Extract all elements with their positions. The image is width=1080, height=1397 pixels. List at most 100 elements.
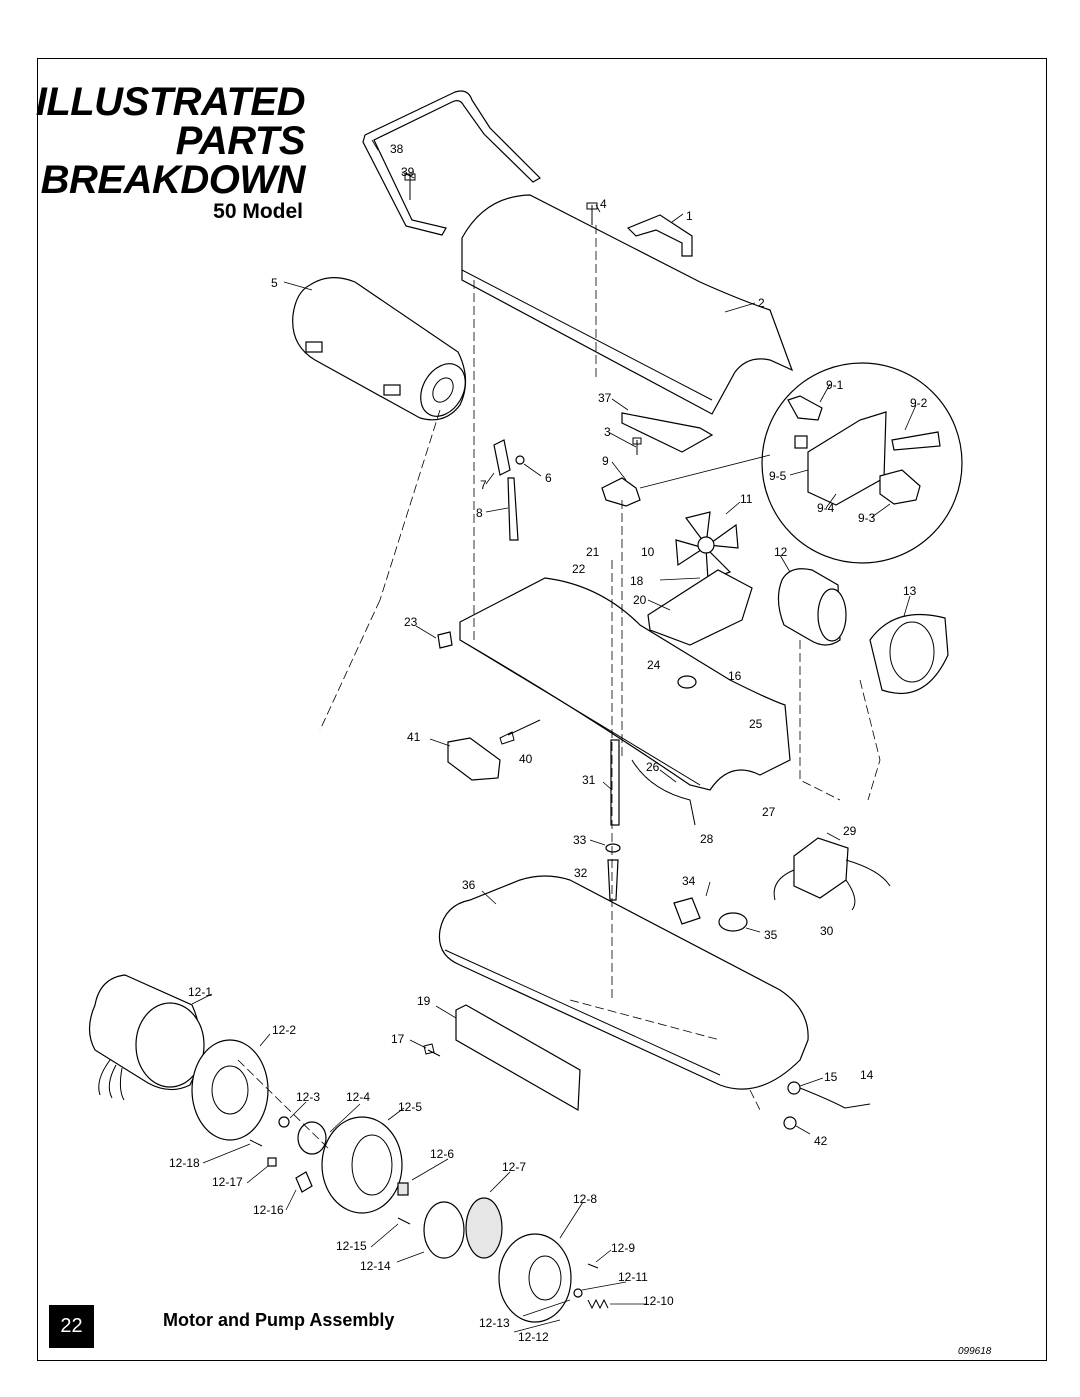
callout-5: 5: [271, 276, 278, 290]
motor-mount-part-20: [647, 569, 753, 646]
section-title: Motor and Pump Assembly: [163, 1310, 395, 1330]
callout-9-1: 9-1: [826, 378, 844, 392]
callout-2: 2: [758, 296, 765, 310]
fan-part-11: [675, 511, 739, 581]
callout-32: 32: [574, 866, 588, 880]
terminal-block-part-41: [447, 737, 501, 781]
part-12-17: [267, 1157, 277, 1167]
power-cord-part-14: [799, 1087, 871, 1109]
callout-35: 35: [764, 928, 778, 942]
page-frame: [37, 58, 1047, 1361]
grommet-part-24: [677, 675, 697, 689]
callout-39: 39: [401, 165, 415, 179]
page-title-line-1: ILLUSTRATED: [35, 80, 306, 124]
switch-part-34: [673, 897, 701, 925]
callout-37: 37: [598, 391, 612, 405]
callout-12-15: 12-15: [336, 1239, 367, 1253]
callout-17: 17: [391, 1032, 405, 1046]
callout-7: 7: [480, 478, 487, 492]
callout-12-7: 12-7: [502, 1160, 526, 1174]
ignitor-bracket-part-7: [493, 439, 511, 476]
callout-10: 10: [641, 545, 655, 559]
fuel-tank-part-36: [438, 875, 809, 1090]
rotor-part-12-2: [191, 1039, 269, 1141]
callout-12-12: 12-12: [518, 1330, 549, 1344]
callout-12: 12: [774, 545, 788, 559]
callout-9: 9: [602, 454, 609, 468]
callout-25: 25: [749, 717, 763, 731]
filter-part-12-14: [423, 1201, 465, 1259]
fan-guard-part-13: [869, 613, 949, 694]
callout-16: 16: [728, 669, 742, 683]
screw-part-39: [404, 173, 416, 200]
callout-40: 40: [519, 752, 533, 766]
upper-shell-part-2: [461, 194, 794, 415]
screw-part-12-15: [397, 1217, 411, 1225]
plate-part-37: [621, 412, 714, 453]
callout-12-6: 12-6: [430, 1147, 454, 1161]
callout-12-3: 12-3: [296, 1090, 320, 1104]
callout-19: 19: [417, 994, 431, 1008]
panel-part-19: [455, 1004, 581, 1112]
clip-part-23: [437, 631, 453, 649]
combustion-chamber-part-5: [292, 277, 467, 421]
callout-36: 36: [462, 878, 476, 892]
part-12-7: [465, 1197, 503, 1259]
callout-24: 24: [647, 658, 661, 672]
callout-30: 30: [820, 924, 834, 938]
callout-21: 21: [586, 545, 600, 559]
callout-12-13: 12-13: [479, 1316, 510, 1330]
model-subtitle: 50 Model: [213, 200, 303, 223]
callout-33: 33: [573, 833, 587, 847]
callout-12-18: 12-18: [169, 1156, 200, 1170]
cap-part-33: [605, 843, 621, 853]
ball-part-12-11: [573, 1288, 583, 1298]
callout-9-4: 9-4: [817, 501, 835, 515]
filter-tube-part-31: [610, 739, 620, 826]
callout-6: 6: [545, 471, 552, 485]
callout-12-4: 12-4: [346, 1090, 370, 1104]
callout-12-2: 12-2: [272, 1023, 296, 1037]
callout-31: 31: [582, 773, 596, 787]
callout-23: 23: [404, 615, 418, 629]
callout-28: 28: [700, 832, 714, 846]
callout-14: 14: [860, 1068, 874, 1082]
callout-12-11: 12-11: [618, 1270, 648, 1284]
handle-part-38: [362, 90, 541, 236]
callout-11: 11: [740, 492, 753, 506]
callout-1: 1: [686, 209, 693, 223]
callout-18: 18: [630, 574, 644, 588]
callout-38: 38: [390, 142, 404, 156]
end-cap-part-12-8: [498, 1233, 572, 1323]
nozzle-assembly-part-9: [601, 477, 641, 507]
callout-9-2: 9-2: [910, 396, 928, 410]
page-title-line-2: PARTS: [175, 119, 306, 163]
callout-3: 3: [604, 425, 611, 439]
callout-8: 8: [476, 506, 483, 520]
spring-part-12-10: [587, 1298, 609, 1310]
screw-part-40: [499, 719, 541, 745]
fuel-line-part-28: [631, 759, 696, 826]
callout-12-17: 12-17: [212, 1175, 243, 1189]
callout-27: 27: [762, 805, 776, 819]
screw-part-12-18: [249, 1139, 263, 1147]
gasket-part-12-6: [397, 1182, 409, 1196]
callout-42: 42: [814, 1134, 828, 1148]
part-12-4: [297, 1121, 327, 1155]
strain-relief-part-15: [787, 1081, 801, 1095]
screw-part-12-9: [587, 1263, 599, 1269]
page-title-line-3: BREAKDOWN: [40, 158, 306, 202]
gauge-part-35: [718, 912, 748, 932]
callout-34: 34: [682, 874, 696, 888]
callout-26: 26: [646, 760, 660, 774]
callout-29: 29: [843, 824, 857, 838]
callout-9-5: 9-5: [769, 469, 787, 483]
callout-12-14: 12-14: [360, 1259, 391, 1273]
callout-9-3: 9-3: [858, 511, 876, 525]
pump-body-part-12-5: [321, 1116, 403, 1214]
callout-22: 22: [572, 562, 586, 576]
callout-12-9: 12-9: [611, 1241, 635, 1255]
callout-12-1: 12-1: [188, 985, 212, 999]
callout-13: 13: [903, 584, 917, 598]
callout-20: 20: [633, 593, 647, 607]
